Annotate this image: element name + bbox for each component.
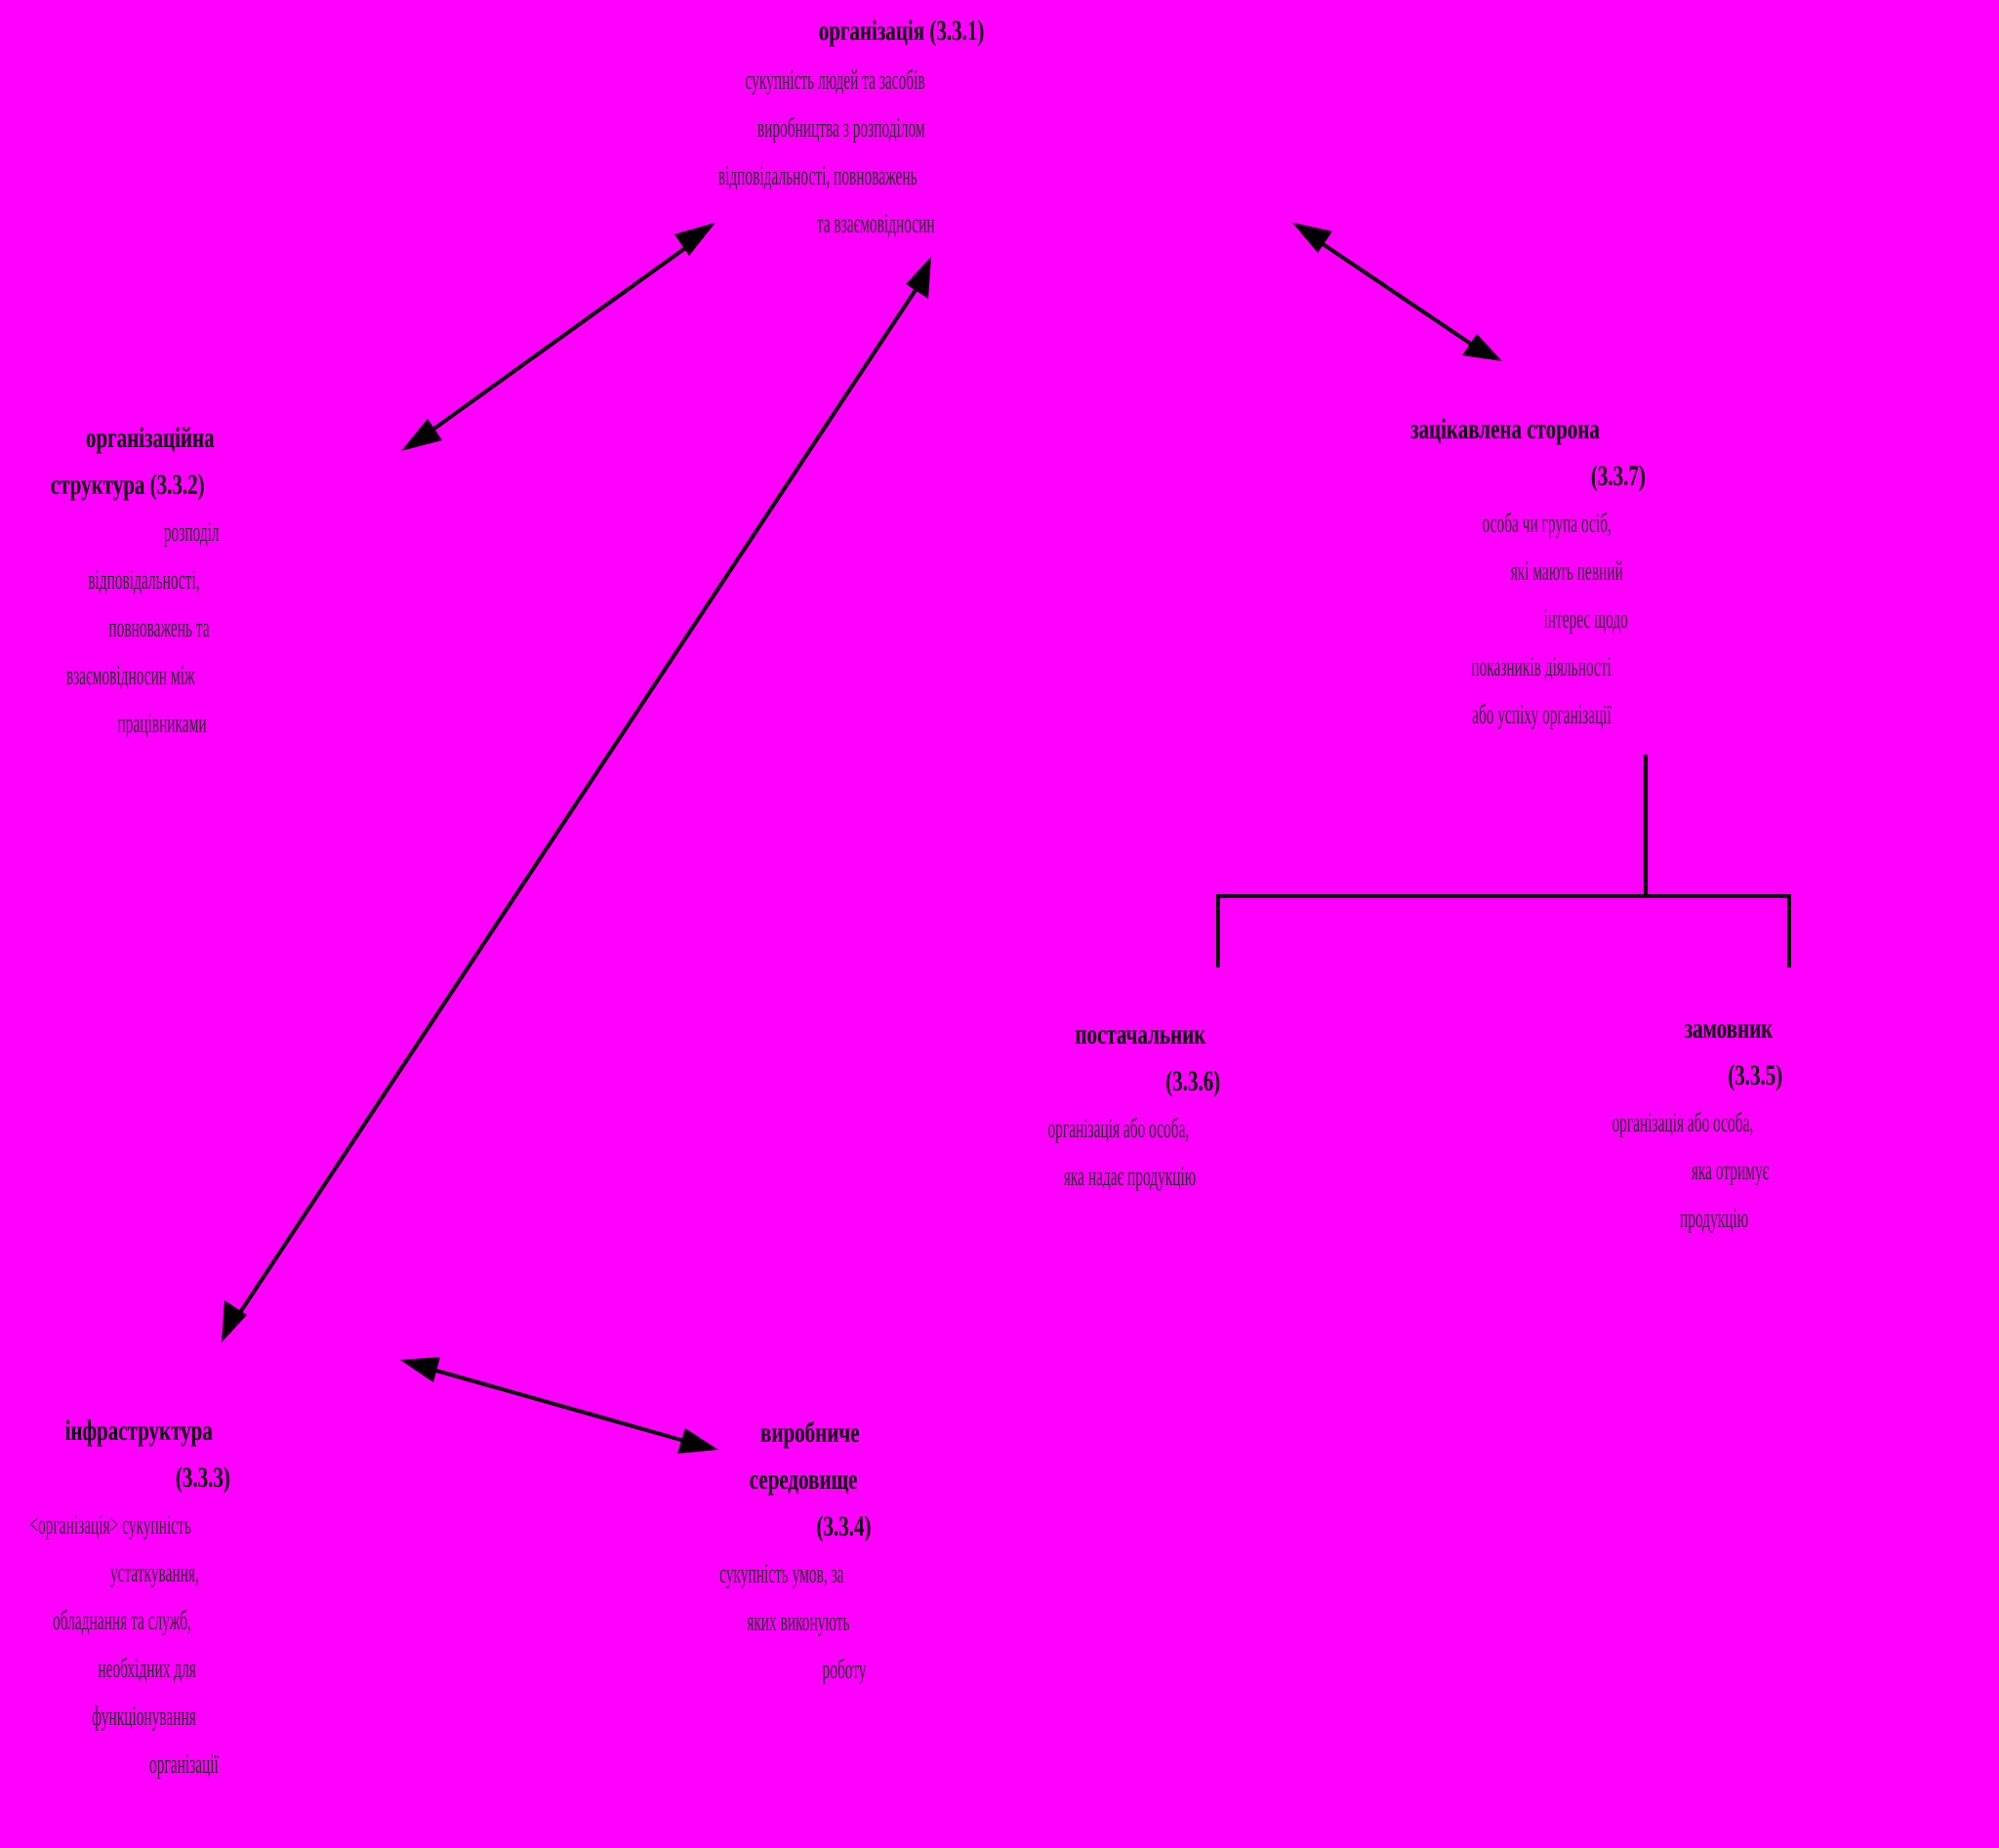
node-customer-title: замовник: [1684, 1012, 1773, 1045]
definition-line: яка надає продукцію: [1063, 1162, 1196, 1192]
arrow-organization-orgstructure: [401, 223, 715, 451]
node-supplier-title: постачальник: [1075, 1018, 1205, 1050]
definition-line: продукцію: [1679, 1204, 1748, 1234]
definition-line: повноважень та: [108, 613, 210, 643]
definition-line: відповідальності,: [88, 565, 200, 595]
definition-line: організація або особа,: [1047, 1114, 1189, 1144]
node-work-environment-title: середовище: [750, 1463, 858, 1496]
definition-line: показників діяльності: [1471, 652, 1611, 682]
node-organization-title: організація (3.3.1): [818, 15, 984, 47]
definition-line: функціонування: [92, 1702, 196, 1732]
node-supplier: постачальник (3.3.6) організація або осо…: [932, 1011, 1220, 1201]
node-supplier-code: (3.3.6): [1165, 1065, 1220, 1097]
definition-line: які мають певний: [1510, 556, 1623, 587]
node-org-structure: організаційна структура (3.3.2) розподіл…: [0, 415, 220, 748]
node-work-environment: виробниче середовище (3.3.4) сукупність …: [618, 1410, 872, 1694]
definition-line: організації: [149, 1749, 219, 1780]
definition-line: роботу: [823, 1655, 867, 1685]
node-interested-party: зацікавлена сторона (3.3.7) особа чи гру…: [1329, 406, 1646, 739]
definition-line: яких виконують: [747, 1607, 850, 1637]
node-customer-code: (3.3.5): [1728, 1059, 1782, 1091]
node-infrastructure-title: інфраструктура: [64, 1415, 213, 1447]
definition-line: інтерес щодо: [1543, 604, 1628, 635]
definition-line: обладнання та служб,: [53, 1606, 191, 1636]
definition-line: взаємовідносин між: [66, 661, 195, 691]
definition-line: працівниками: [117, 709, 207, 739]
definition-line: організація або особа,: [1611, 1108, 1753, 1138]
node-organization: організація (3.3.1): [748, 8, 984, 55]
definition-line: <організація> сукупність: [29, 1510, 191, 1540]
node-customer: замовник (3.3.5) організація або особа, …: [1496, 1006, 1782, 1243]
definition-line: яка отримує: [1691, 1156, 1769, 1186]
definition-line: устаткування,: [110, 1558, 199, 1588]
arrow-infrastructure-workenvironment: [400, 1357, 718, 1454]
arrow-organization-interestedparty: [1292, 223, 1502, 361]
definition-line: або успіху організації: [1472, 700, 1611, 730]
node-interested-party-title: зацікавлена сторона: [1410, 413, 1600, 445]
definition-line: сукупність умов, за: [719, 1559, 844, 1589]
node-infrastructure-code: (3.3.3): [176, 1461, 230, 1494]
definition-line: виробництва з розподілом: [757, 113, 925, 144]
definition-line: сукупність людей та засобів: [745, 65, 925, 96]
definition-line: відповідальності, повноважень: [718, 161, 918, 191]
definition-line: розподіл: [164, 517, 220, 548]
node-work-environment-code: (3.3.4): [817, 1510, 872, 1542]
definition-line: особа чи група осіб,: [1482, 509, 1611, 539]
node-org-structure-title: організаційна: [86, 422, 216, 454]
tree-connector: [1216, 755, 1791, 967]
node-infrastructure: інфраструктура (3.3.3) <організація> сук…: [0, 1408, 230, 1788]
node-interested-party-code: (3.3.7): [1591, 460, 1646, 492]
arrow-organization-infrastructure: [222, 257, 931, 1342]
node-org-structure-title: структура (3.3.2): [51, 469, 205, 501]
node-organization-definition: сукупність людей та засобів виробництва …: [555, 57, 984, 248]
definition-line: необхідних для: [98, 1654, 196, 1684]
node-work-environment-title: виробниче: [760, 1417, 860, 1449]
definition-line: та взаємовідносин: [817, 209, 935, 239]
